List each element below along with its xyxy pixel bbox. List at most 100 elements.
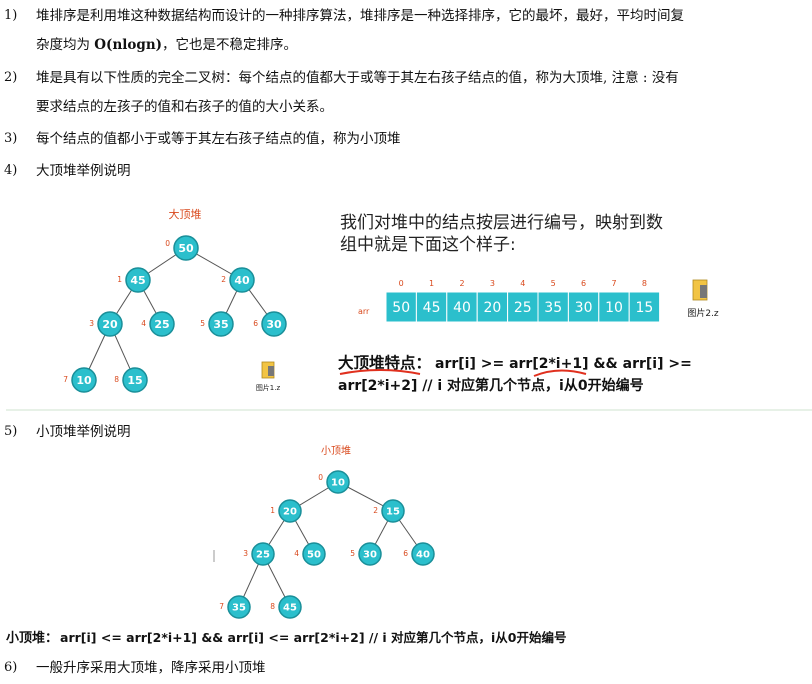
node-index: 6 [253,319,258,328]
array-desc-line1: 我们对堆中的结点按层进行编号，映射到数 [340,213,663,233]
node-index: 2 [221,275,226,284]
item-text-line1: 小顶堆举例说明 [36,424,131,440]
array-cell: 15 [628,291,661,323]
text-fragment: ，它也是不稳定排序。 [162,37,298,53]
red-underline [339,369,421,375]
folder-clip-icon [268,366,274,376]
node-circle [326,470,350,494]
node-index: 6 [403,549,408,558]
node-circle [302,542,326,566]
complexity-bold: O(nlogn) [94,37,163,53]
node-index: 7 [219,602,224,611]
tree-node: 30 6 [253,311,287,337]
array-cell: 50 [385,291,417,323]
folder-clip-icon [700,285,707,298]
array-index: 0 [399,279,404,288]
node-circle [278,595,302,619]
node-value: 35 [213,318,228,331]
node-value: 40 [416,550,430,561]
node-circle [229,267,255,293]
item-number: 4) [4,163,18,178]
array-cell-box [628,291,661,323]
array-cell: 30 [567,291,600,323]
property-title: 小顶堆： [6,630,58,646]
node-index: 5 [350,549,355,558]
item-text-line1: 堆是具有以下性质的完全二叉树：每个结点的值都大于或等于其左右孩子结点的值，称为大… [36,70,679,86]
node-circle [411,542,435,566]
item-text-line1: 每个结点的值都小于或等于其左右孩子结点的值，称为小顶堆 [36,131,401,147]
array-cell-value: 40 [453,300,471,316]
node-circle [227,595,251,619]
tree-node: 458 [270,595,302,619]
item-text-line1: 一般升序采用大顶堆，降序采用小顶堆 [36,660,266,676]
tree-node: 357 [219,595,251,619]
node-index: 1 [117,275,122,284]
item-text-line1: 大顶堆举例说明 [36,163,131,179]
node-circle [97,311,123,337]
node-circle [358,542,382,566]
array-cell-box [567,291,600,323]
array-cell-value: 25 [514,300,532,316]
node-circle [381,499,405,523]
item-text-line2: 杂度均为 O(nlogn)，它也是不稳定排序。 [36,35,297,55]
tree-node: 355 [200,311,234,337]
file-icon-label: 图片2.z [687,307,719,319]
node-value: 50 [178,242,194,255]
array-cell-box [385,291,417,323]
node-index: 1 [270,506,275,515]
max-heap-property-line2: arr[2*i+2] // i 对应第几个节点，i从0开始编号 [338,377,644,394]
array-cell: 25 [507,291,539,323]
node-index: 3 [243,549,248,558]
node-circle [122,367,148,393]
node-value: 10 [76,374,92,387]
node-value: 25 [154,318,169,331]
tree-node: 402 [221,267,255,293]
file-icon: 图片1.z [256,361,281,392]
node-value: 45 [283,603,297,614]
array-cell: 20 [476,291,509,323]
tree-node: 203 [89,311,123,337]
array-cell-value: 20 [483,300,501,316]
array-cell-value: 35 [544,300,562,316]
array-cell-box [598,291,630,323]
max-heap-property-line1: 大顶堆特点：arr[i] >= arr[2*i+1] && arr[i] >= [338,353,692,372]
node-index: 0 [318,473,323,482]
array-cell-box [415,291,448,323]
array-cell-value: 45 [423,300,441,316]
item-text-line2: 要求结点的左孩子的值和右孩子的值的大小关系。 [36,99,333,115]
min-heap-property: 小顶堆：arr[i] <= arr[2*i+1] && arr[i] <= ar… [6,630,567,646]
node-index: 0 [165,239,170,248]
item-text-line1: 堆排序是利用堆这种数据结构而设计的一种排序算法，堆排序是一种选择排序，它的最坏，… [36,8,684,24]
text-fragment: 杂度均为 [36,37,95,53]
file-icon-label: 图片1.z [256,383,281,392]
node-circle [278,499,302,523]
file-icon: 图片2.z [687,279,719,319]
array-cell: 10 [598,291,630,323]
array-cell-value: 50 [392,300,410,316]
array-name: arr [358,307,370,316]
node-value: 30 [363,550,377,561]
array-cell: 35 [537,291,569,323]
node-value: 20 [283,507,297,518]
array-index: 7 [611,279,616,288]
item-number: 3) [4,131,18,146]
node-index: 3 [89,319,94,328]
node-index: 2 [373,506,378,515]
item-number: 5) [4,424,18,439]
array-index: 1 [429,279,434,288]
array-cell-value: 10 [605,300,623,316]
array-cells: 50 45 40 20 25 35 30 10 15 [385,291,661,323]
array-cell: 45 [415,291,448,323]
tree-node: 50 0 [165,235,199,261]
node-value: 45 [130,274,145,287]
property-formula: arr[i] >= arr[2*i+1] && arr[i] >= [435,356,692,372]
array-index: 5 [551,279,556,288]
node-value: 30 [266,318,282,331]
node-circle [173,235,199,261]
item-number: 2) [4,70,18,85]
min-heap-title: 小顶堆 [321,445,351,457]
max-heap-title: 大顶堆 [169,207,202,221]
